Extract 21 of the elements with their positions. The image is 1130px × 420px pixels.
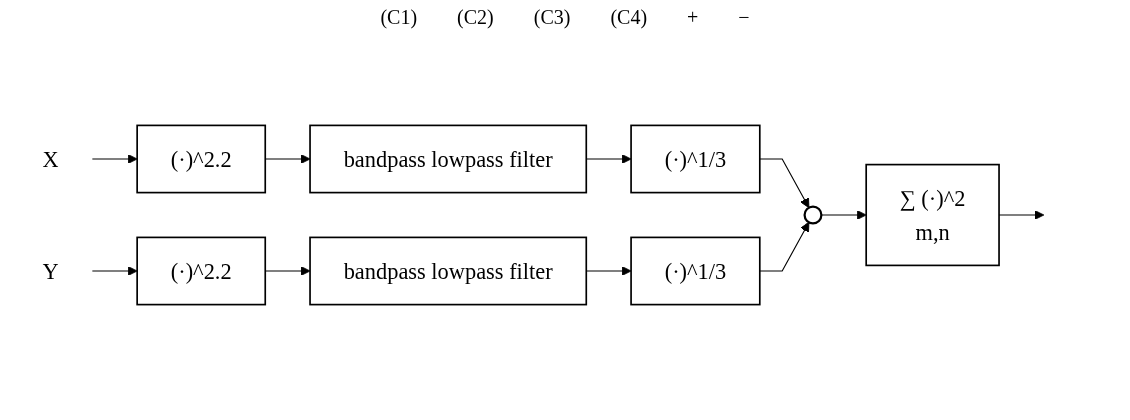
node-text: Y xyxy=(42,258,59,284)
arrow xyxy=(759,158,810,209)
node-box: (·)^2.2 xyxy=(136,236,267,306)
arrow xyxy=(91,266,138,276)
node-box: bandpass lowpass filter xyxy=(309,236,588,306)
node-text: X xyxy=(42,146,59,172)
label-text: − xyxy=(738,6,750,29)
label-text: + xyxy=(687,6,699,29)
arrow xyxy=(91,154,138,164)
node-box: (·)^1/3 xyxy=(630,124,761,194)
label-text: (C4) xyxy=(610,6,648,29)
label-text: (C2) xyxy=(457,6,494,29)
node-box: (·)^2.2 xyxy=(136,124,267,194)
label-text: (C3) xyxy=(533,6,571,29)
node-box: bandpass lowpass filter xyxy=(309,124,588,194)
arrow xyxy=(820,210,867,220)
node-circle xyxy=(803,205,823,225)
arrow xyxy=(759,221,810,272)
label-text: (C1) xyxy=(380,6,418,29)
node-box: (·)^1/3 xyxy=(630,236,761,306)
node-box: ∑ (·)^2 m,n xyxy=(865,163,1000,267)
